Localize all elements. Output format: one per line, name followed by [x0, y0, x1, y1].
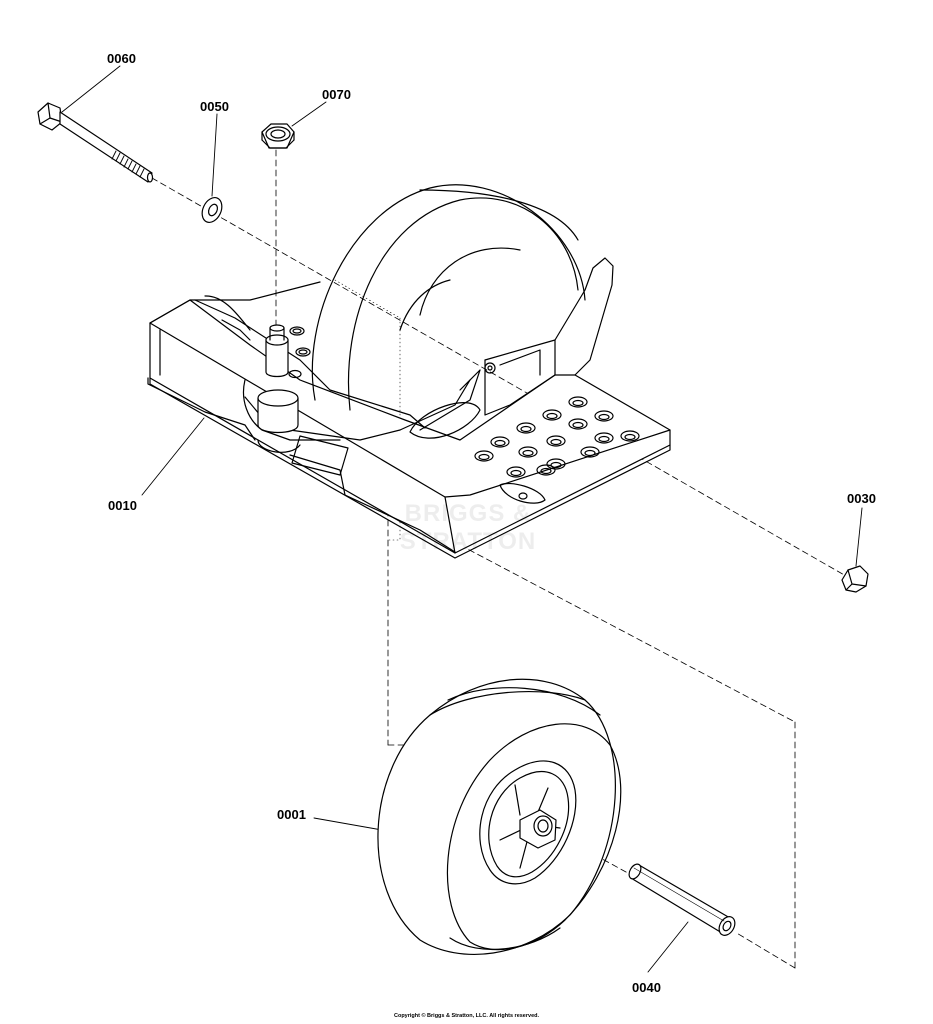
callout-0001: 0001 [277, 807, 306, 822]
cap-nut-0030 [842, 566, 868, 592]
bolt-0060 [38, 103, 153, 182]
callout-0010: 0010 [108, 498, 137, 513]
caster-fork-assembly-0010 [148, 185, 670, 558]
copyright-notice: Copyright © Briggs & Stratton, LLC. All … [393, 1013, 540, 1019]
nut-0070 [262, 124, 294, 148]
callout-0060: 0060 [107, 51, 136, 66]
callout-0040: 0040 [632, 980, 661, 995]
sleeve-0040 [627, 862, 738, 938]
wheel-0001 [378, 679, 621, 954]
callout-0070: 0070 [322, 87, 351, 102]
leader-thin-dotted [335, 280, 400, 318]
assembly-lines [152, 150, 853, 968]
step-plate-holes [475, 397, 639, 477]
callout-0030: 0030 [847, 491, 876, 506]
leader-lines [62, 66, 862, 972]
callout-0050: 0050 [200, 99, 229, 114]
washer-0050 [198, 194, 225, 225]
